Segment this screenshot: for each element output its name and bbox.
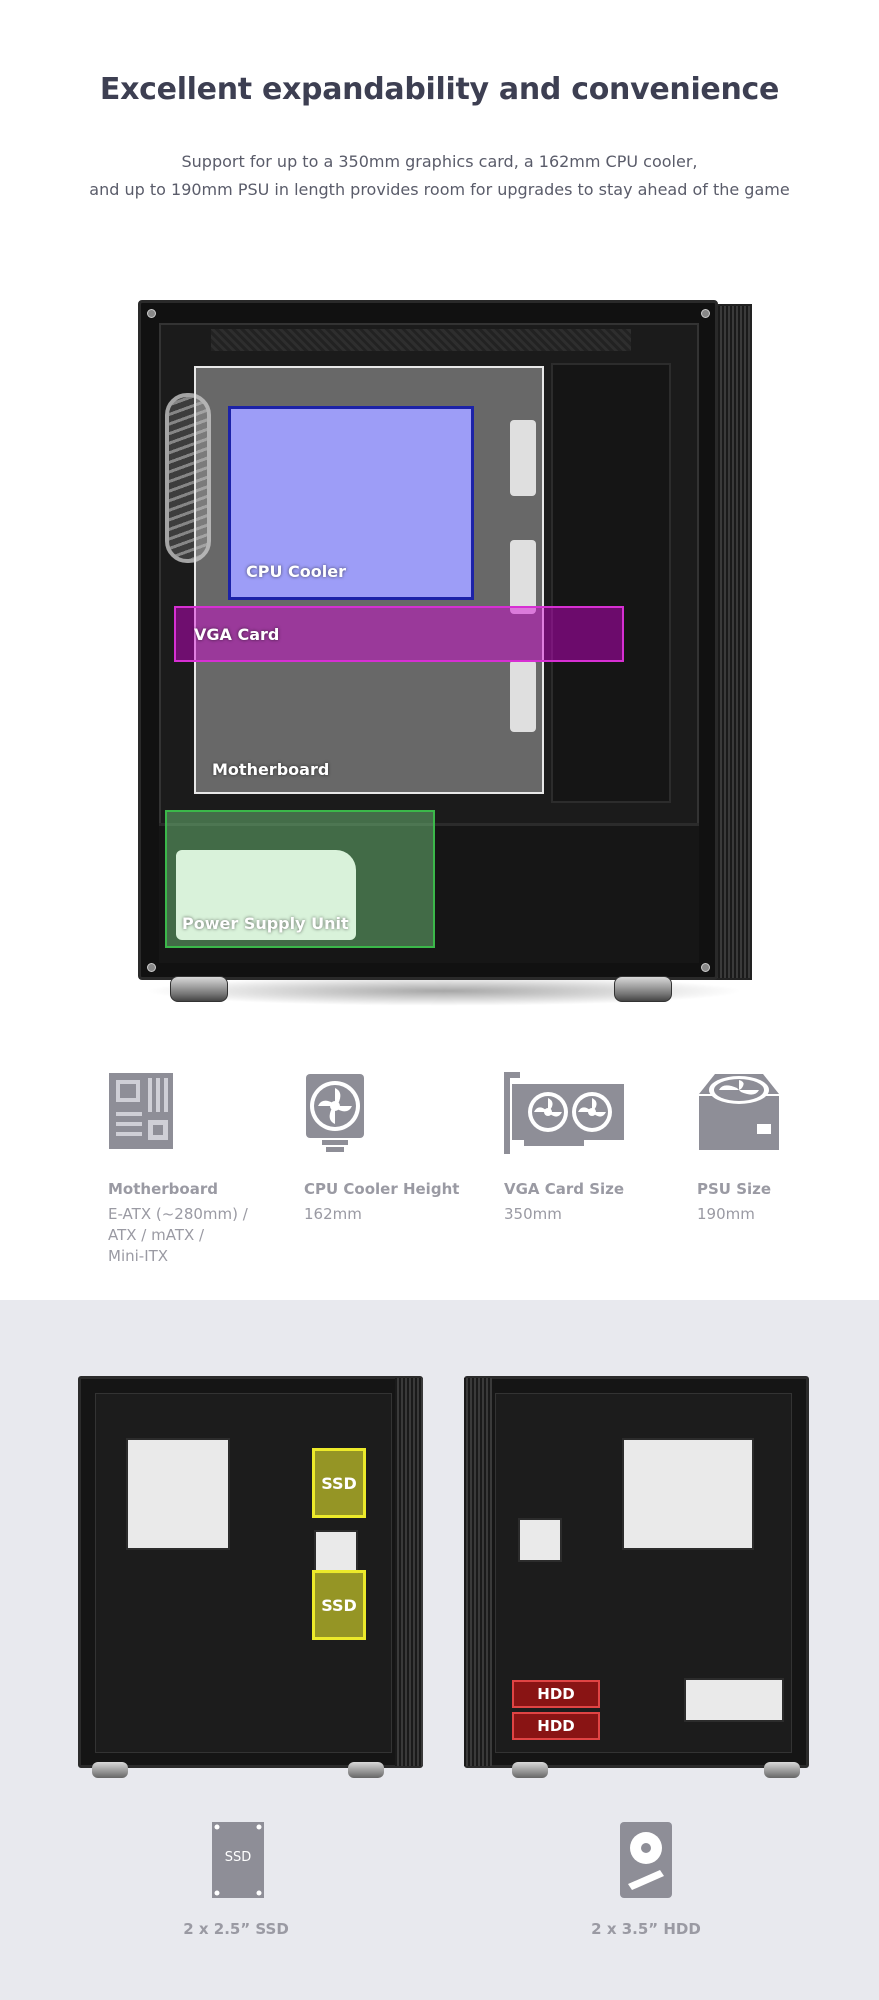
hdd-slot-2: HDD — [512, 1712, 600, 1740]
hdd-icon — [620, 1822, 672, 1902]
ssd-slot-2: SSD — [312, 1570, 366, 1640]
ssd-slot-1: SSD — [312, 1448, 366, 1518]
psu-bay — [176, 850, 356, 940]
spec-vga-card: VGA Card Size 350mm — [504, 1072, 684, 1225]
page-subtitle: Support for up to a 350mm graphics card,… — [0, 148, 879, 204]
screw — [701, 309, 710, 318]
cable-tray — [551, 363, 671, 803]
cable-cutout — [314, 1530, 358, 1574]
motherboard-cutout — [622, 1438, 754, 1550]
tray-slot — [510, 660, 536, 732]
spec-value: 350mm — [504, 1204, 684, 1225]
ssd-icon: SSD — [212, 1822, 264, 1902]
spec-name: CPU Cooler Height — [304, 1180, 460, 1198]
shroud-cutout — [684, 1678, 784, 1722]
spec-value: E-ATX (~280mm) / ATX / mATX / Mini-ITX — [108, 1204, 288, 1267]
cpu-cooler-area-overlay — [228, 406, 474, 600]
spec-psu: PSU Size 190mm — [697, 1072, 877, 1225]
spec-value-line: ATX / mATX / — [108, 1226, 205, 1244]
hdd-caption: 2 x 3.5” HDD — [591, 1920, 701, 1938]
subtitle-line-1: Support for up to a 350mm graphics card,… — [181, 152, 698, 171]
spec-value: 190mm — [697, 1204, 877, 1225]
subtitle-line-2: and up to 190mm PSU in length provides r… — [89, 180, 790, 199]
screw — [701, 963, 710, 972]
spec-name: PSU Size — [697, 1180, 772, 1198]
spec-value-line: 162mm — [304, 1205, 362, 1223]
case-ssd-side-image: SSD SSD — [78, 1376, 423, 1778]
screw — [147, 309, 156, 318]
case-foot — [764, 1762, 800, 1778]
screw — [147, 963, 156, 972]
case-foot — [512, 1762, 548, 1778]
cpu-cooler-icon — [304, 1072, 394, 1156]
vga-card-icon — [504, 1072, 630, 1156]
motherboard-cutout — [126, 1438, 230, 1550]
case-foot — [348, 1762, 384, 1778]
case-front-mesh — [464, 1378, 492, 1766]
motherboard-icon — [108, 1072, 198, 1156]
case-foot — [614, 976, 672, 1002]
cpu-cooler-label: CPU Cooler — [246, 562, 346, 581]
case-foot — [170, 976, 228, 1002]
psu-icon — [697, 1072, 787, 1156]
ssd-icon-text: SSD — [224, 1850, 252, 1865]
page-title: Excellent expandability and convenience — [99, 72, 780, 107]
spec-value-line: 190mm — [697, 1205, 755, 1223]
spec-value-line: E-ATX (~280mm) / — [108, 1205, 248, 1223]
tray-slot — [510, 540, 536, 614]
rear-fan — [165, 393, 211, 563]
spec-motherboard: Motherboard E-ATX (~280mm) / ATX / mATX … — [108, 1072, 288, 1267]
case-front-mesh — [395, 1378, 423, 1766]
case-body — [78, 1376, 423, 1768]
hdd-slot-1: HDD — [512, 1680, 600, 1708]
spec-value-line: Mini-ITX — [108, 1247, 169, 1265]
top-mesh — [211, 329, 631, 351]
tray-slot — [510, 420, 536, 496]
case-hdd-side-image: HDD HDD — [464, 1376, 809, 1778]
motherboard-label: Motherboard — [212, 760, 330, 779]
spec-name: Motherboard — [108, 1180, 218, 1198]
vga-card-label: VGA Card — [194, 625, 280, 644]
ssd-caption: 2 x 2.5” SSD — [183, 1920, 289, 1938]
vga-card-area-overlay — [174, 606, 624, 662]
spec-value-line: 350mm — [504, 1205, 562, 1223]
cable-cutout — [518, 1518, 562, 1562]
spec-value: 162mm — [304, 1204, 484, 1225]
spec-name: VGA Card Size — [504, 1180, 625, 1198]
psu-label: Power Supply Unit — [182, 914, 349, 933]
case-foot — [92, 1762, 128, 1778]
spec-cpu-cooler: CPU Cooler Height 162mm — [304, 1072, 484, 1225]
